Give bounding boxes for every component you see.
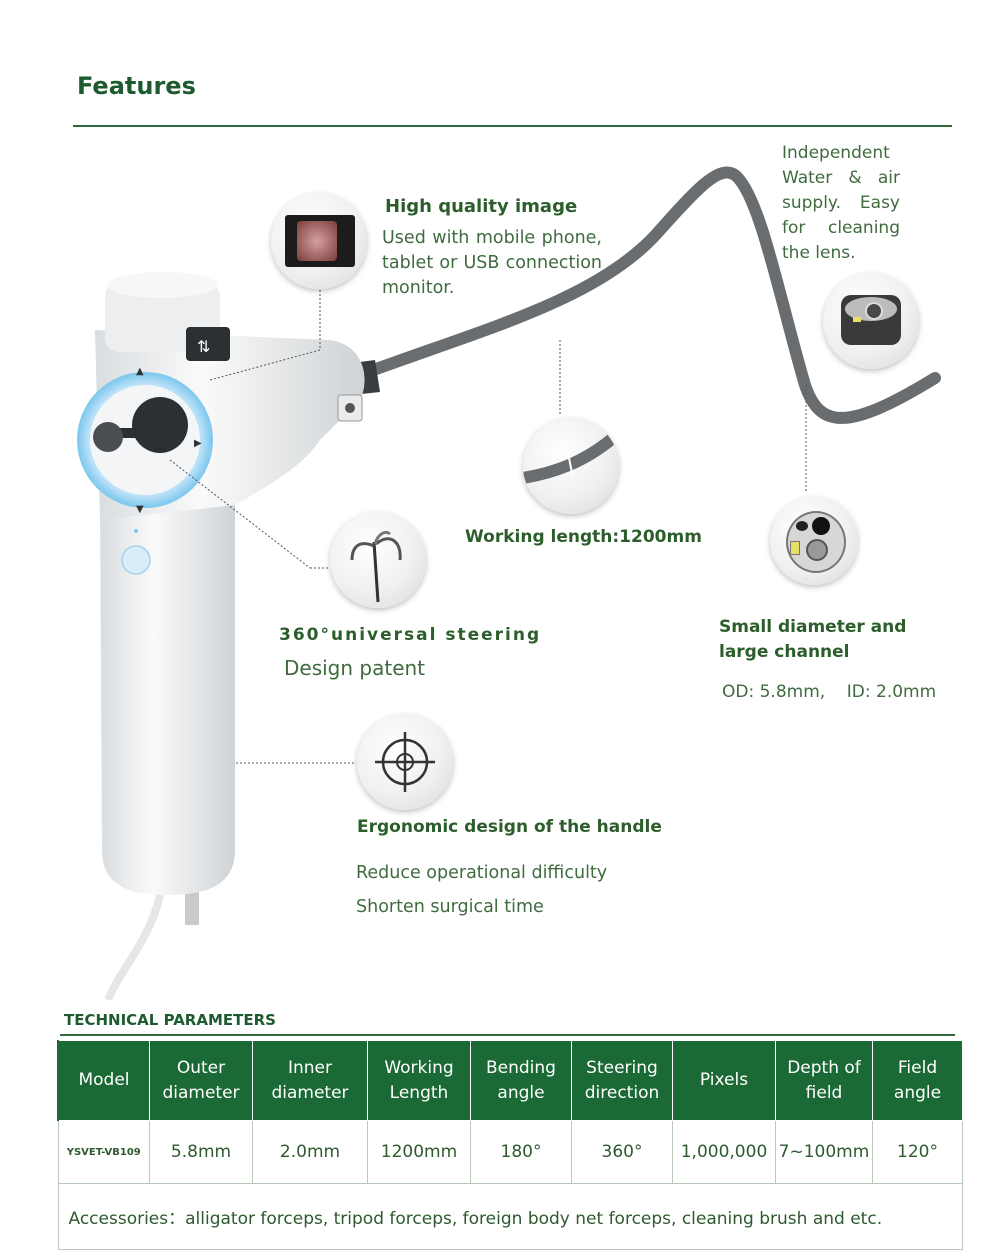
table-header: Bending angle	[470, 1040, 572, 1121]
accessories-row: Accessories：alligator forceps, tripod fo…	[57, 1183, 963, 1250]
table-header: Depth of field	[775, 1040, 873, 1121]
table-cell: 120°	[872, 1120, 963, 1184]
tech-params-table: Model Outer diameter Inner diameter Work…	[57, 1040, 963, 1250]
feature-channel-heading: Small diameter and large channel	[719, 617, 907, 662]
feature-ergonomic-line1: Reduce operational difficulty	[356, 863, 608, 883]
table-header-row: Model Outer diameter Inner diameter Work…	[57, 1040, 963, 1121]
crosshair-icon	[357, 714, 453, 810]
table-header: Steering direction	[571, 1040, 673, 1121]
feature-steering-sub: Design patent	[284, 656, 426, 680]
table-cell: 1,000,000	[672, 1120, 776, 1184]
endoscope-illustration: ⇅ ▲ ▼ ▶	[77, 166, 941, 1000]
table-header: Pixels	[672, 1040, 776, 1121]
steering-tip-icon	[330, 512, 426, 608]
table-row: YSVET-VB109 5.8mm 2.0mm 1200mm 180° 360°…	[57, 1120, 963, 1184]
svg-text:▶: ▶	[194, 438, 202, 449]
svg-text:⇅: ⇅	[197, 337, 210, 356]
feature-ergonomic-line2: Shorten surgical time	[356, 897, 544, 917]
table-cell: 2.0mm	[252, 1120, 368, 1184]
table-cell: 5.8mm	[149, 1120, 253, 1184]
feature-steering-heading: 360°universal steering	[279, 625, 542, 645]
table-header: Model	[57, 1040, 150, 1121]
page-title: Features	[77, 72, 196, 100]
table-cell: YSVET-VB109	[57, 1120, 150, 1184]
table-header: Field angle	[872, 1040, 963, 1121]
svg-text:▲: ▲	[136, 366, 144, 377]
table-cell: 7~100mm	[775, 1120, 873, 1184]
feature-channel-sub: OD: 5.8mm, ID: 2.0mm	[722, 682, 937, 702]
feature-image-heading: High quality image	[385, 196, 578, 217]
table-header: Outer diameter	[149, 1040, 253, 1121]
feature-ergonomic-heading: Ergonomic design of the handle	[357, 817, 662, 837]
table-header: Inner diameter	[252, 1040, 368, 1121]
table-cell: 360°	[571, 1120, 673, 1184]
accessories-text: Accessories：alligator forceps, tripod fo…	[57, 1183, 963, 1250]
title-divider	[73, 125, 952, 127]
svg-text:▼: ▼	[136, 504, 144, 515]
feature-water-desc: Independent Water & air supply. Easy for…	[782, 143, 900, 263]
channel-tip-icon	[770, 497, 858, 585]
monitor-thumbnail	[271, 193, 367, 289]
lens-tip-icon	[823, 273, 919, 369]
tech-params-divider	[60, 1034, 955, 1036]
feature-image-desc: Used with mobile phone, tablet or USB co…	[382, 228, 602, 298]
feature-length-heading: Working length:1200mm	[465, 527, 702, 547]
table-cell: 180°	[470, 1120, 572, 1184]
tube-thumbnail	[523, 418, 619, 514]
table-header: Working Length	[367, 1040, 471, 1121]
tech-params-title: TECHNICAL PARAMETERS	[64, 1011, 276, 1029]
table-cell: 1200mm	[367, 1120, 471, 1184]
